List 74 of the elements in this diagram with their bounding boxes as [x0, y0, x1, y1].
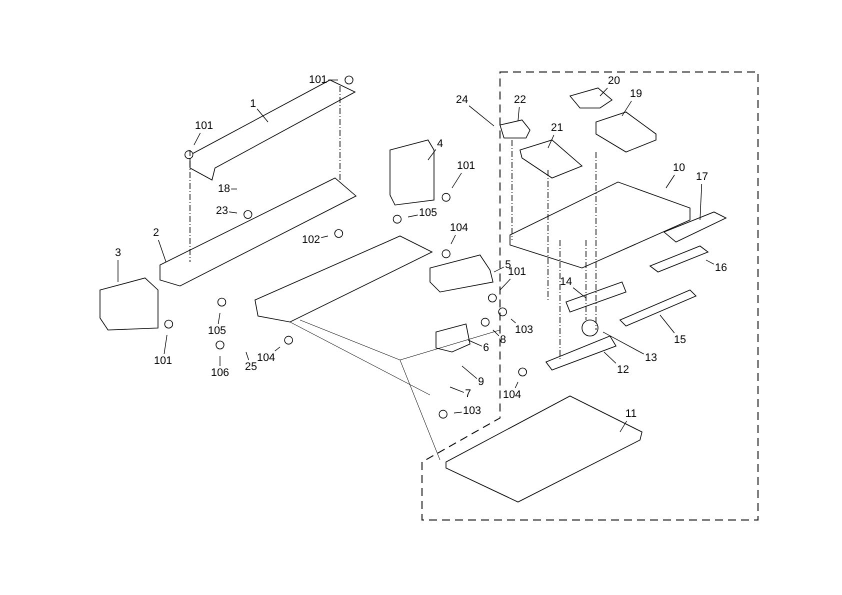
- callout-number: 106: [210, 367, 230, 379]
- leader-line: [518, 106, 520, 122]
- callout-number: 10: [672, 162, 686, 174]
- callout-number: 18: [218, 183, 230, 195]
- leader-line: [660, 314, 675, 334]
- callout-number: 20: [608, 75, 620, 87]
- leader-line: [604, 352, 616, 364]
- leader-line: [228, 212, 238, 214]
- callout-number: 25: [244, 361, 258, 373]
- leader-line: [164, 334, 168, 354]
- callout-number: 101: [308, 74, 328, 86]
- callout-number: 12: [616, 364, 630, 376]
- leader-line: [468, 105, 494, 126]
- leader-line: [274, 346, 280, 352]
- callout-number: 7: [464, 388, 472, 400]
- callout-number: 11: [625, 408, 637, 420]
- leader-line: [700, 184, 702, 220]
- callout-number: 101: [508, 266, 526, 278]
- callout-number: 102: [302, 234, 320, 246]
- leader-line: [450, 234, 456, 244]
- callout-number: 103: [514, 324, 534, 336]
- leader-line: [158, 240, 166, 262]
- callout-number: 3: [114, 247, 122, 259]
- callout-number: 101: [456, 160, 476, 172]
- callout-number: 104: [450, 222, 468, 234]
- leader-line: [500, 278, 511, 290]
- callout-number: 2: [152, 227, 160, 239]
- callout-number: 105: [208, 325, 226, 337]
- callout-number: 14: [560, 276, 572, 288]
- leader-line: [620, 420, 628, 432]
- callout-number: 4: [436, 138, 444, 150]
- leader-line: [548, 134, 554, 148]
- callout-number: 8: [500, 334, 506, 346]
- callout-number: 104: [256, 352, 276, 364]
- callout-number: 104: [502, 389, 522, 401]
- callout-number: 16: [714, 262, 728, 274]
- leader-line: [428, 149, 436, 160]
- leader-line: [514, 382, 518, 388]
- leader-line: [194, 132, 201, 146]
- leader-line: [454, 412, 462, 414]
- callout-number: 22: [514, 94, 526, 106]
- callout-number: 19: [630, 88, 642, 100]
- callout-number: 103: [462, 405, 482, 417]
- leader-line: [510, 318, 516, 324]
- leader-line: [572, 287, 586, 298]
- leader-line: [230, 188, 238, 190]
- callout-number: 21: [550, 122, 564, 134]
- leader-line: [256, 108, 268, 122]
- leader-line: [452, 172, 462, 188]
- callout-number: 101: [194, 120, 214, 132]
- leader-line: [246, 352, 250, 360]
- callout-number: 17: [696, 171, 708, 183]
- leader-line: [408, 214, 418, 218]
- callout-number: 9: [478, 376, 484, 388]
- callout-number: 23: [216, 205, 228, 217]
- callout-number: 15: [674, 334, 686, 346]
- leader-line: [600, 88, 608, 96]
- leader-line: [320, 236, 328, 238]
- callout-number: 24: [456, 94, 468, 106]
- leader-line: [462, 366, 478, 379]
- leader-line: [468, 340, 482, 347]
- callout-number: 13: [644, 352, 658, 364]
- leader-line: [450, 386, 464, 393]
- leader-line: [602, 332, 644, 354]
- callout-number: 101: [154, 355, 172, 367]
- leader-line: [218, 312, 220, 324]
- leader-line: [622, 100, 632, 116]
- callout-number: 105: [418, 207, 438, 219]
- leader-line: [494, 266, 504, 272]
- callout-number: 6: [482, 342, 490, 354]
- leader-line: [706, 260, 714, 265]
- leader-line: [666, 174, 675, 188]
- leader-line: [492, 330, 500, 336]
- callout-number: 1: [250, 98, 256, 110]
